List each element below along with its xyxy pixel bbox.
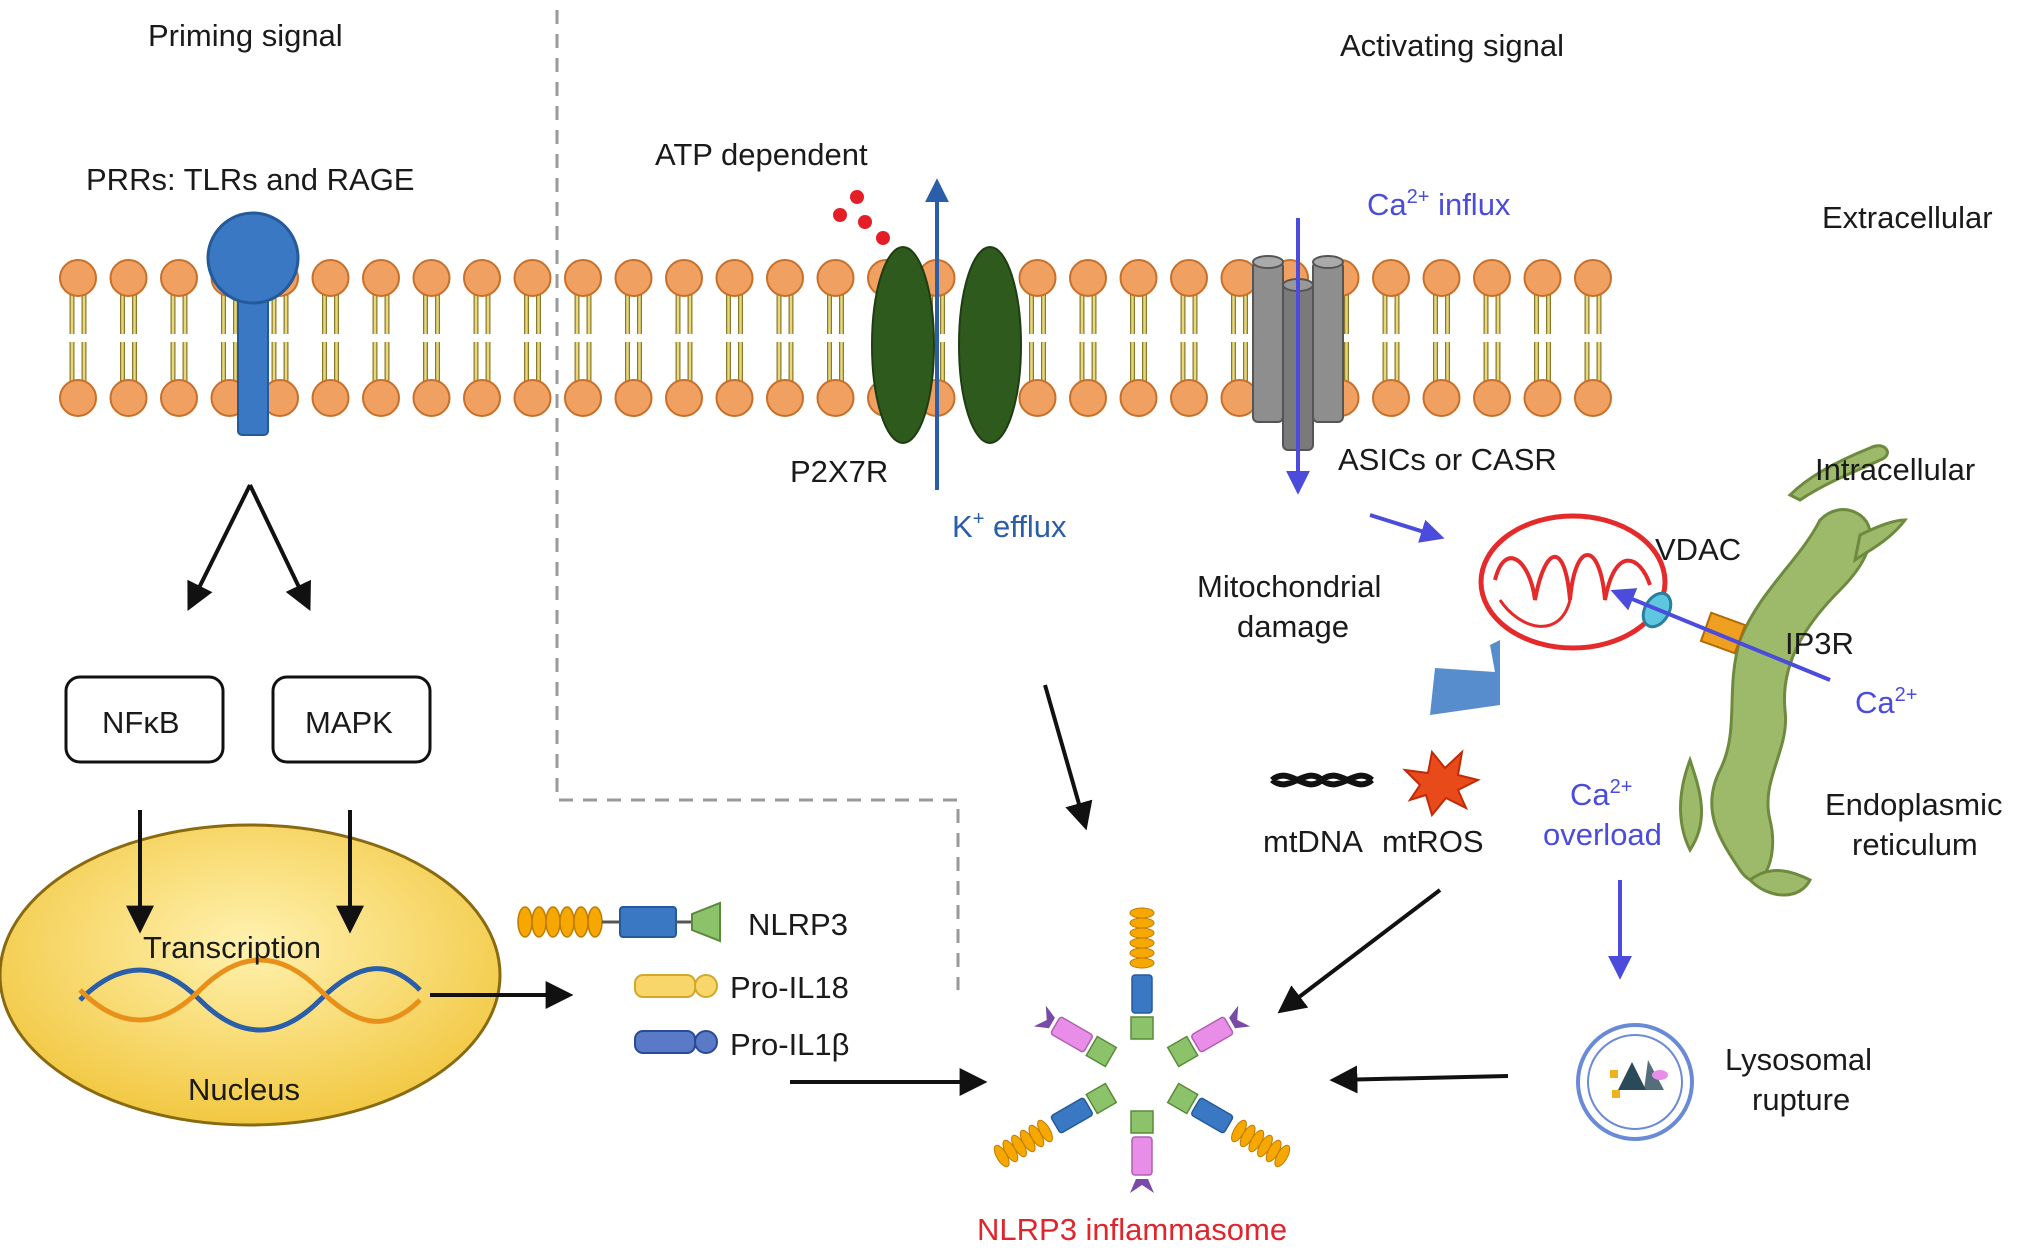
- nlrp3-inflammasome-complex: [993, 907, 1291, 1193]
- p2x7r-channel: [871, 246, 1022, 444]
- lipid-molecule: [1018, 259, 1057, 417]
- lipid-molecule: [1473, 259, 1511, 417]
- asc-caspase-arm: [1130, 1110, 1154, 1193]
- pro-il1b-legend-label: Pro-IL1β: [730, 1027, 850, 1062]
- lipid-molecule: [665, 259, 703, 417]
- lipid-molecule: [160, 259, 198, 417]
- priming-signal-label: Priming signal: [148, 18, 343, 53]
- lipid-molecule: [1574, 259, 1612, 417]
- er-label-2: reticulum: [1852, 827, 1978, 862]
- mtdna-icon: [1270, 772, 1374, 788]
- nucleus-label: Nucleus: [188, 1072, 300, 1107]
- lipid-molecule: [1372, 259, 1410, 417]
- ip3r-label: IP3R: [1785, 626, 1854, 661]
- lipid-molecule: [463, 259, 501, 417]
- ca-overload-label-2: overload: [1543, 817, 1662, 852]
- ca-overload-label-1: Ca2+: [1570, 776, 1632, 812]
- nlrp3-legend-icon: [517, 901, 721, 943]
- inflammasome-label: NLRP3 inflammasome: [977, 1212, 1287, 1247]
- dna-helix-icon: [78, 957, 422, 1033]
- mito-damage-label-2: damage: [1237, 609, 1349, 644]
- nucleus: [0, 823, 502, 1127]
- lipid-molecule: [1069, 259, 1107, 417]
- er-label-1: Endoplasmic: [1825, 787, 2002, 822]
- lipid-molecule: [1119, 259, 1158, 417]
- lipid-molecule: [412, 259, 451, 417]
- lipid-molecule: [1422, 259, 1461, 417]
- ca-influx-label: Ca2+ influx: [1367, 186, 1511, 222]
- signal-arrows: [126, 484, 1509, 1096]
- lipid-molecule: [1170, 259, 1208, 417]
- lipid-molecule: [816, 259, 855, 417]
- mito-damage-label-1: Mitochondrial: [1197, 569, 1381, 604]
- mapk-label: MAPK: [305, 705, 393, 740]
- prrs-label: PRRs: TLRs and RAGE: [86, 162, 414, 197]
- lipid-molecule: [564, 259, 602, 417]
- lipid-molecule: [1523, 259, 1562, 417]
- nlrp3-arm: [1129, 907, 1155, 1040]
- asc-caspase-arm: [1033, 1005, 1118, 1068]
- pro-il18-legend-icon: [634, 974, 718, 998]
- pro-il1b-legend-icon: [634, 1030, 718, 1054]
- asc-caspase-arm: [1166, 1005, 1251, 1068]
- lipid-molecule: [513, 259, 552, 417]
- mtros-label: mtROS: [1382, 824, 1484, 859]
- lipid-molecule: [59, 259, 97, 417]
- lipid-molecule: [311, 259, 350, 417]
- mtdna-label: mtDNA: [1263, 824, 1363, 859]
- lipid-molecule: [362, 259, 400, 417]
- lipid-molecule: [614, 259, 653, 417]
- nfkb-box: [64, 675, 225, 764]
- intracellular-label: Intracellular: [1815, 452, 1975, 487]
- lipid-molecule: [766, 259, 804, 417]
- ca-to-mito-arrow: [1369, 513, 1445, 543]
- priming-activating-separator: [555, 10, 960, 990]
- mito-release-arrow-icon: [1430, 640, 1500, 715]
- mitochondrion: [1478, 513, 1668, 651]
- atp-molecules: [833, 190, 890, 245]
- transcription-label: Transcription: [143, 930, 321, 965]
- endoplasmic-reticulum: [1679, 444, 1909, 897]
- mtros-burst-icon: [1402, 749, 1481, 818]
- ip3r-channel: [1699, 611, 1747, 655]
- lysosomal-label-2: rupture: [1752, 1082, 1850, 1117]
- tlr-rage-receptor: [206, 211, 300, 436]
- lipid-molecule: [1220, 259, 1259, 417]
- nlrp3-legend-label: NLRP3: [748, 907, 848, 942]
- k-efflux-label: K+ efflux: [952, 508, 1067, 544]
- er-ca-label: Ca2+: [1855, 684, 1917, 720]
- lysosome: [1576, 1023, 1694, 1141]
- nlrp3-arm: [1166, 1082, 1291, 1168]
- cell-membrane: [59, 259, 1612, 417]
- nfkb-label: NFκB: [102, 705, 180, 740]
- asics-casr-label: ASICs or CASR: [1338, 442, 1557, 477]
- er-ca-release-arrow: [1610, 588, 1831, 682]
- lipid-molecule: [109, 259, 148, 417]
- pro-il18-legend-label: Pro-IL18: [730, 970, 849, 1005]
- mapk-box: [271, 675, 432, 764]
- extracellular-label: Extracellular: [1822, 200, 1993, 235]
- atp-dependent-label: ATP dependent: [655, 137, 868, 172]
- nlrp3-arm: [993, 1082, 1118, 1168]
- activating-signal-label: Activating signal: [1340, 28, 1564, 63]
- lipid-molecule: [715, 259, 754, 417]
- vdac-label: VDAC: [1655, 532, 1741, 567]
- p2x7r-label: P2X7R: [790, 454, 888, 489]
- lysosomal-label-1: Lysosomal: [1725, 1042, 1872, 1077]
